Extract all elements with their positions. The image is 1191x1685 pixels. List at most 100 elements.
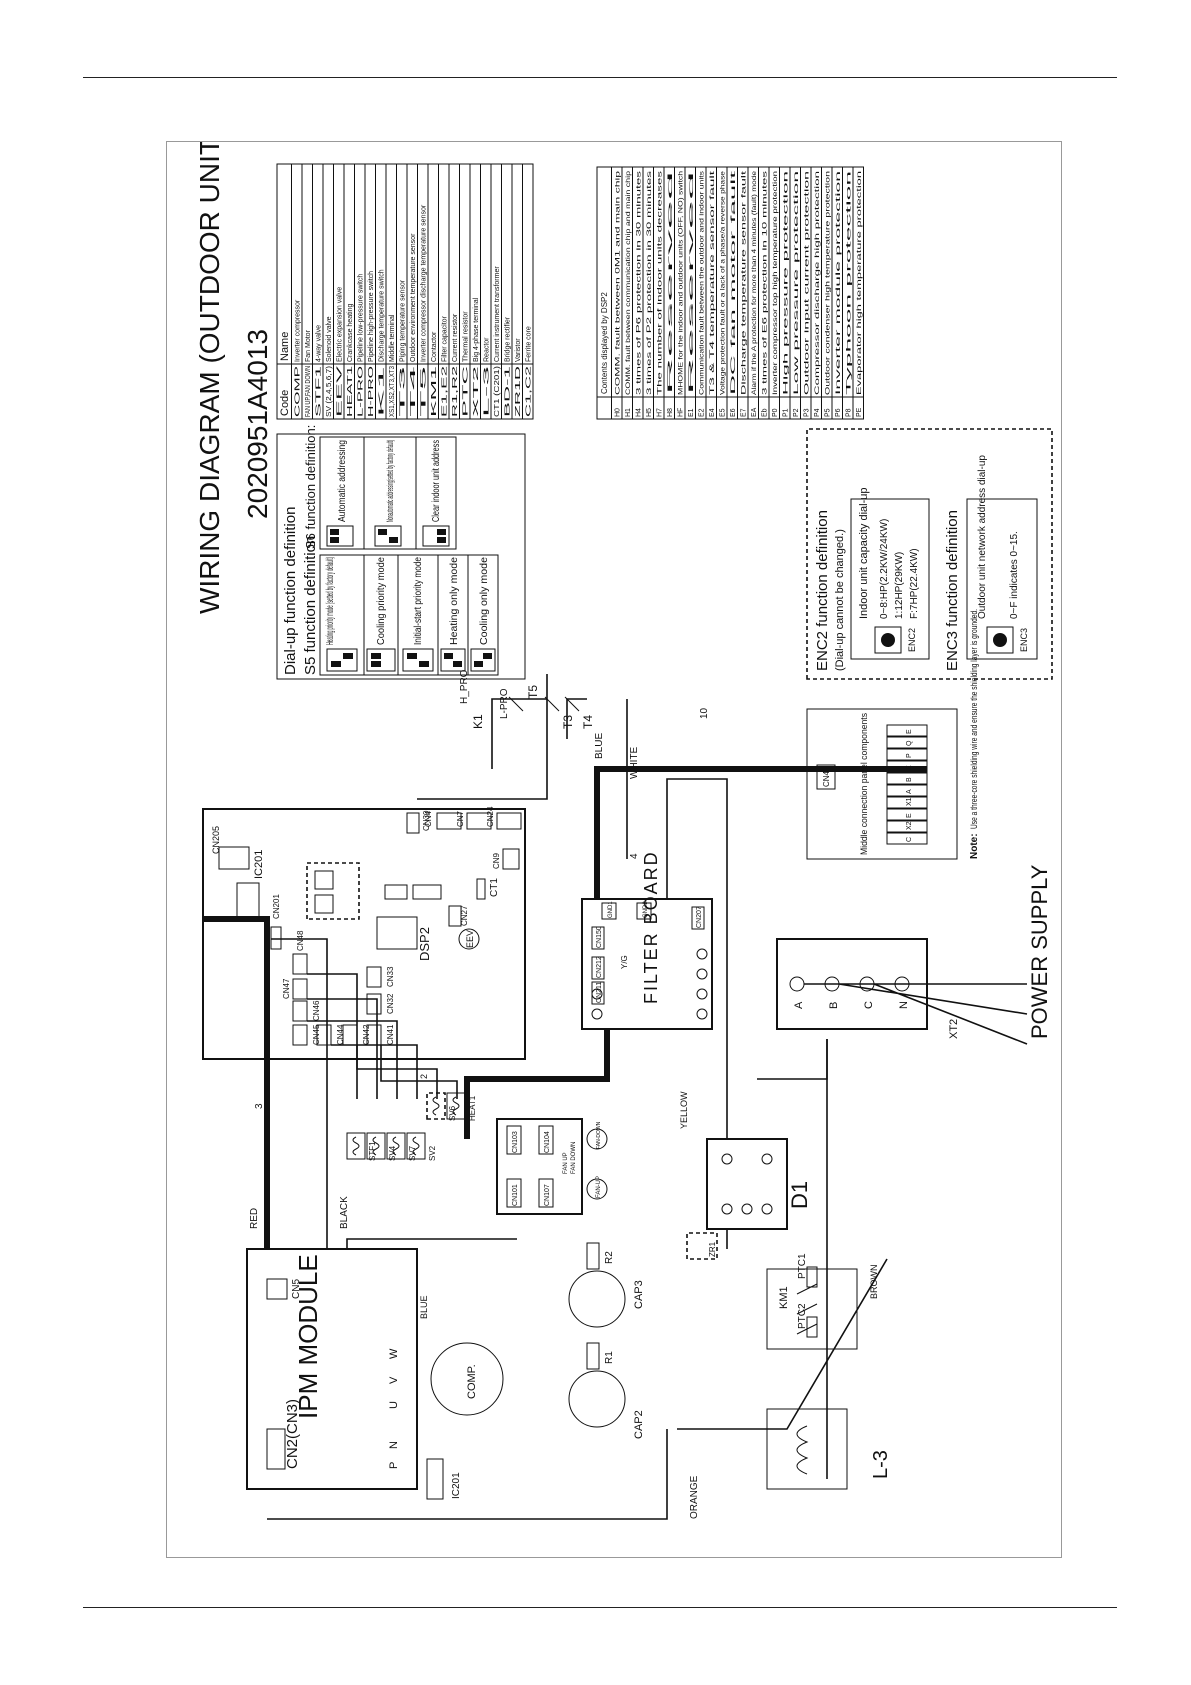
sensor-arrows [508, 696, 580, 712]
middle-terminal-label: B [906, 777, 913, 782]
yellow-trunk-wire [464, 1029, 610, 1139]
name-cell: Thermal resistor [463, 311, 470, 362]
enc-section: ENC2 function definition (Dial-up cannot… [806, 428, 1053, 680]
note-bold: Note: [969, 833, 980, 859]
name-cell: Reactor [484, 337, 491, 362]
enc2-knob-icon [881, 633, 895, 647]
cn32-connector [366, 993, 382, 1015]
code-cell: C1,C2 [526, 366, 533, 417]
error-code-cell: P2 [793, 408, 800, 417]
error-desc-cell: Communication fault between the outdoor … [699, 170, 706, 395]
error-desc-cell: Evaporator high temperature protection [856, 170, 863, 395]
code-cell: KM1 [431, 366, 438, 417]
ct1-onboard [476, 878, 486, 900]
diagram-code: 2020951A4013 [242, 329, 273, 519]
cn201-connector [270, 926, 282, 950]
error-code-cell: E4 [709, 408, 716, 417]
error-desc-cell: Voltage protection fault or a lack of a … [720, 171, 727, 395]
cn150-label: CN150 [596, 926, 603, 948]
gnd1-terminal [601, 902, 617, 920]
dialup-section: Dial-up function definition S5 function … [276, 425, 526, 680]
l3-outline [766, 1408, 848, 1490]
cn207-label: CN207 [696, 906, 703, 928]
error-code-cell: E7 [741, 408, 748, 417]
name-cell: Discharge temperature switch [379, 269, 386, 362]
code-table-header: Code [279, 390, 291, 416]
hpro-label: H_PRO [459, 669, 470, 704]
sensors: T5 K1 H_PRO L-PRO T3 T4 [459, 669, 595, 729]
error-code-cell: H0 [615, 408, 622, 417]
black-label: BLACK [339, 1196, 350, 1229]
middle-terminal-label: X1 [906, 797, 913, 806]
code-cell: SV (2,4,5,6,7) [326, 366, 333, 417]
middle-terminal-label: X2 [906, 821, 913, 830]
error-desc-cell: High pressure protection [783, 170, 790, 395]
sv6-wire [356, 1045, 438, 1099]
name-cell: Piping temperature sensor [400, 279, 407, 362]
fan-down-label: FAN DOWN [571, 1142, 577, 1174]
gnd2-label: GND2 [643, 901, 649, 918]
filter-terminal-icon [696, 988, 708, 1000]
terminal-n-label: N [898, 1001, 910, 1009]
middle-terminal [886, 748, 928, 761]
s5-item-1: Cooling priority mode [376, 557, 387, 645]
compressor: COMP. [430, 1342, 504, 1416]
terminal-c-label: C [863, 1001, 875, 1009]
dsp2-label: DSP2 [417, 927, 432, 961]
k1-label: K1 [471, 714, 485, 729]
error-desc-cell: MHOME for the indoor and outdoor units (… [678, 170, 685, 395]
yellow-label: YELLOW [679, 1091, 689, 1129]
cn27-connector [448, 905, 462, 927]
r1-resistor-icon [586, 1342, 600, 1370]
error-desc-cell: Inverter module protection [835, 170, 842, 395]
wire-count-4: 4 [629, 853, 640, 859]
error-code-cell: H5 [646, 408, 653, 417]
s6-item-1: Nonautomatic addressing(setted by factor… [385, 440, 395, 522]
red-wire [267, 1429, 668, 1520]
gnd1-label: GND1 [608, 901, 614, 918]
power-supply-label: POWER SUPPLY [1027, 864, 1052, 1039]
cn24-label: CN24 [486, 806, 495, 827]
cn207-connector [691, 906, 705, 930]
eev-icon [458, 928, 480, 950]
xt2-label: XT2 [948, 1019, 960, 1039]
error-desc-cell: Outdoor condenser high temperature prote… [825, 170, 832, 395]
cn30-label: CN30 [422, 810, 431, 831]
middle-terminal [886, 784, 928, 797]
ic201-ct-label: IC201 [451, 1472, 462, 1499]
svg-text:SV6: SV6 [448, 1105, 457, 1121]
dialup-heading: Dial-up function definition [282, 507, 299, 675]
name-cell: Current resistor [452, 313, 459, 362]
r1-label: R1 [604, 1351, 615, 1364]
s6-switch-onboard [384, 884, 408, 900]
sv7-coil: SV7 [386, 1132, 417, 1161]
svg-text:SV2: SV2 [428, 1145, 437, 1161]
cn44-connector [316, 1024, 332, 1046]
enc3-knob-icon [993, 633, 1007, 647]
s6-switch-icon [422, 525, 450, 547]
name-cell: Pipeline high-pressure switch [368, 271, 375, 362]
ipm-pin-v: V [388, 1376, 400, 1384]
note-text: Use a three-core shielding wire and ensu… [969, 609, 979, 829]
error-desc-cell: Low pressure protection [793, 170, 800, 395]
t3-label: T3 [561, 715, 575, 729]
ipm-module: IPM MODULE CN2(CN3) CN5 BLUE P N U V W [246, 1248, 429, 1490]
name-cell: Big 4-phase terminal [473, 297, 480, 362]
wire-count-3: 3 [254, 1103, 265, 1109]
ipm-outline [246, 1248, 418, 1490]
solenoid-coils: STF1 SV4 SV7 SV2 SV6 HEAT1 [346, 1092, 477, 1161]
error-code-cell: E1 [688, 408, 695, 417]
fan-cn104-label: CN104 [544, 1131, 551, 1153]
rotated-diagram: WIRING DIAGRAM (OUTDOOR UNIT) 2020951A40… [167, 142, 1061, 1557]
cn212-connector [591, 956, 605, 980]
filter-terminal-icon [696, 968, 708, 980]
cap2: CAP2 R1 [568, 1342, 645, 1439]
error-code-cell: H1 [625, 408, 632, 417]
cap3-label: CAP3 [633, 1280, 645, 1309]
cn7-connector [466, 812, 492, 830]
code-table-border [276, 163, 534, 420]
code-cell: L-3 [484, 366, 491, 417]
